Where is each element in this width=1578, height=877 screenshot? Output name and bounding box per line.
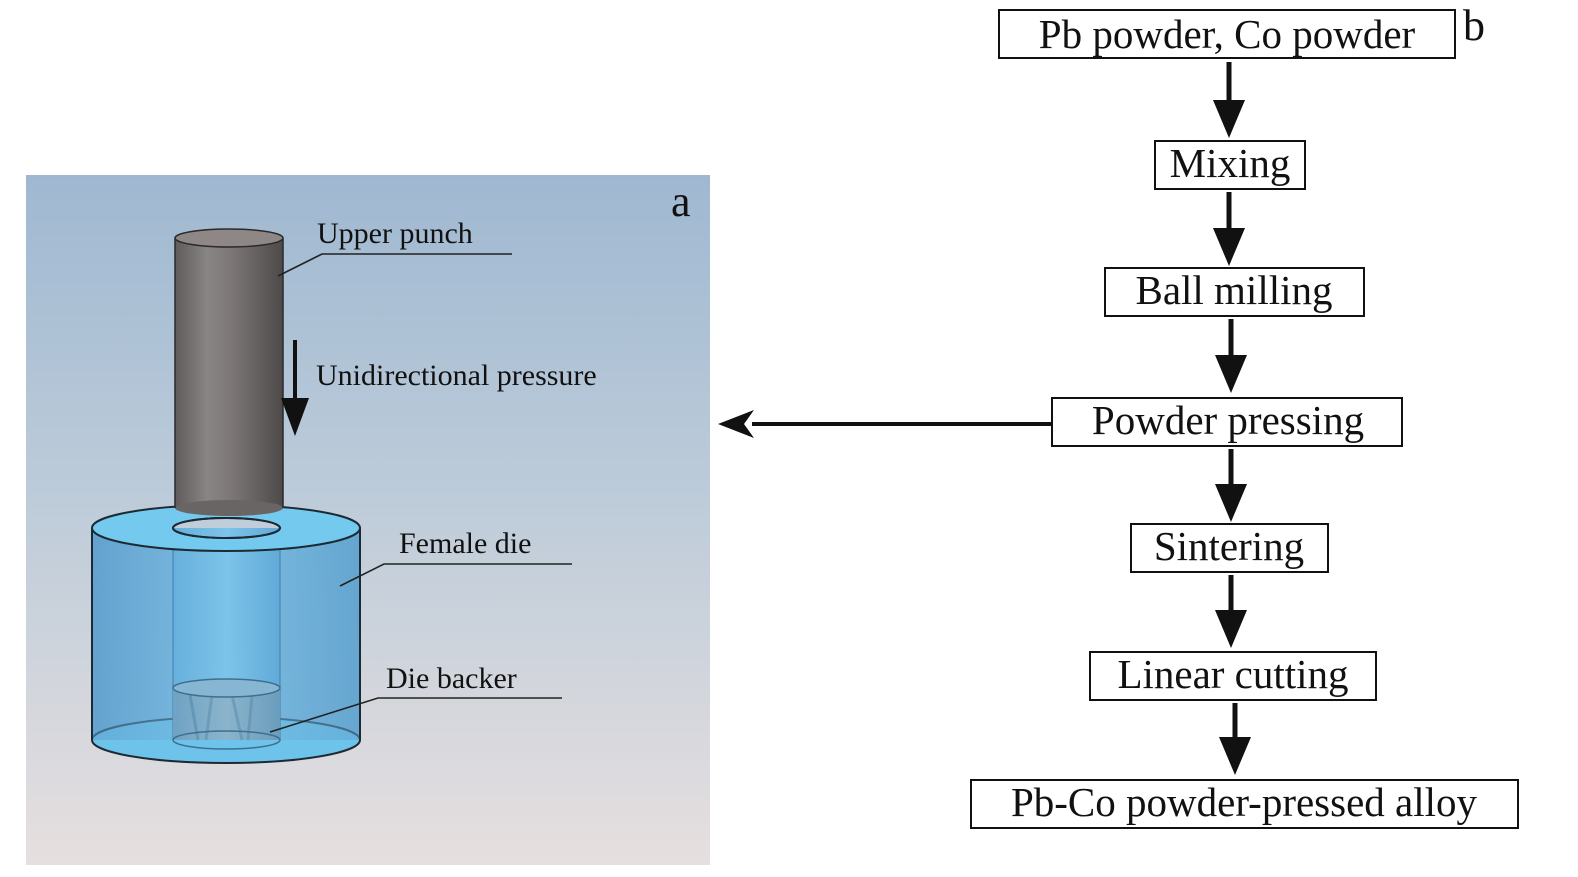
upper-punch-leader: [277, 253, 512, 277]
flow-step-5-label: Sintering: [1154, 523, 1304, 569]
flow-arrow-3-icon: [1215, 319, 1247, 393]
flow-step-1: Pb powder, Co powder: [998, 9, 1456, 59]
panel-b-letter: b: [1463, 1, 1485, 50]
die-backer-shape: [172, 678, 281, 750]
flow-step-5: Sintering: [1130, 523, 1329, 573]
die-backer-label: Die backer: [386, 662, 517, 695]
link-arrow-head-icon: [718, 410, 754, 438]
panel-a: Upper punch Unidirectional pressure Fema…: [26, 175, 710, 865]
flow-step-6: Linear cutting: [1089, 651, 1377, 701]
flow-arrow-1-icon: [1213, 62, 1245, 138]
flow-step-3: Ball milling: [1104, 267, 1365, 317]
female-die-leader: [339, 563, 572, 587]
flow-step-4: Powder pressing: [1051, 397, 1403, 447]
flow-step-7: Pb-Co powder-pressed alloy: [970, 779, 1519, 829]
die-backer-leader: [269, 697, 562, 733]
flow-step-3-label: Ball milling: [1135, 267, 1332, 313]
panel-b: b Pb powder, Co powder Mixing Ball milli…: [970, 1, 1519, 829]
flow-step-7-label: Pb-Co powder-pressed alloy: [1011, 779, 1478, 825]
panel-a-letter: a: [671, 177, 691, 226]
link-arrow: [718, 410, 1052, 438]
flow-arrow-5-icon: [1215, 575, 1247, 648]
flow-step-4-label: Powder pressing: [1092, 397, 1364, 443]
pressure-label: Unidirectional pressure: [316, 359, 597, 392]
flow-arrow-2-icon: [1213, 192, 1245, 266]
female-die-label: Female die: [399, 527, 531, 560]
flow-arrow-6-icon: [1219, 703, 1251, 775]
flow-step-2-label: Mixing: [1170, 140, 1291, 186]
female-die-shape: [91, 528, 361, 764]
flow-step-1-label: Pb powder, Co powder: [1039, 11, 1416, 57]
upper-punch-label: Upper punch: [317, 217, 473, 250]
flow-arrow-4-icon: [1215, 449, 1247, 522]
pressure-arrow-icon: [281, 340, 309, 436]
upper-punch-shape: [174, 228, 284, 516]
flow-step-2: Mixing: [1154, 140, 1306, 190]
flow-step-6-label: Linear cutting: [1117, 651, 1348, 697]
